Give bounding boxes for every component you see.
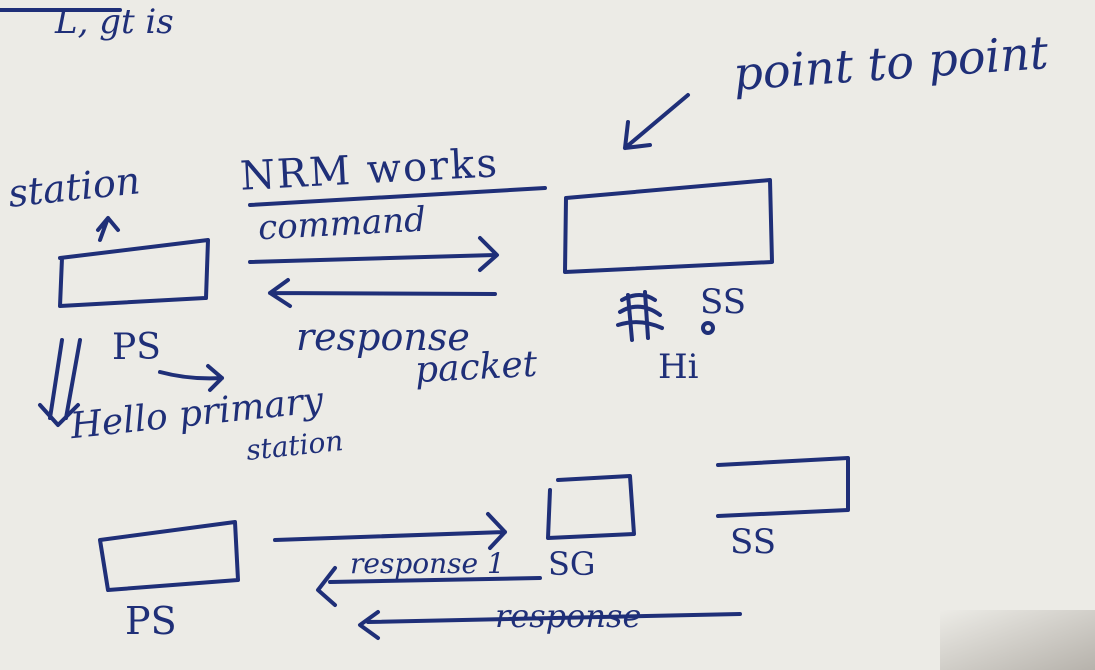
ss-box-top (563, 178, 774, 274)
scribble-mark (616, 290, 664, 342)
response-1-label: response 1 (350, 547, 505, 580)
response1-arrow (316, 566, 542, 607)
sg-box (546, 474, 636, 540)
command-label: command (257, 199, 427, 249)
hi-label: Hi (658, 347, 699, 387)
command-arrow (248, 236, 499, 272)
bottom-right-arrow (273, 512, 507, 550)
ps-small-arrow (158, 364, 224, 392)
ps-bottom-label: PS (125, 599, 177, 643)
down-arrow-left (38, 338, 82, 427)
hi-dot (701, 321, 715, 335)
ps-box-top (58, 238, 210, 308)
station-up-arrow (96, 216, 120, 242)
sg-label: SG (548, 545, 596, 583)
nrm-underline (248, 186, 547, 207)
ps-top-label: PS (112, 327, 161, 368)
ss-box-bottom (716, 456, 850, 518)
page-shadow (940, 610, 1095, 670)
response-bottom-label: response (495, 597, 642, 635)
pointer-arrow (623, 93, 690, 150)
top-fragment: L, gt is (55, 2, 174, 42)
response-top-label: response (296, 315, 470, 359)
packet-label: packet (413, 343, 539, 392)
response-arrow (268, 278, 497, 308)
ss-top-label: SS (700, 282, 746, 322)
ss-bottom-label: SS (730, 522, 776, 562)
ps-box-bottom (98, 520, 240, 592)
response-bottom-arrow (358, 610, 742, 640)
